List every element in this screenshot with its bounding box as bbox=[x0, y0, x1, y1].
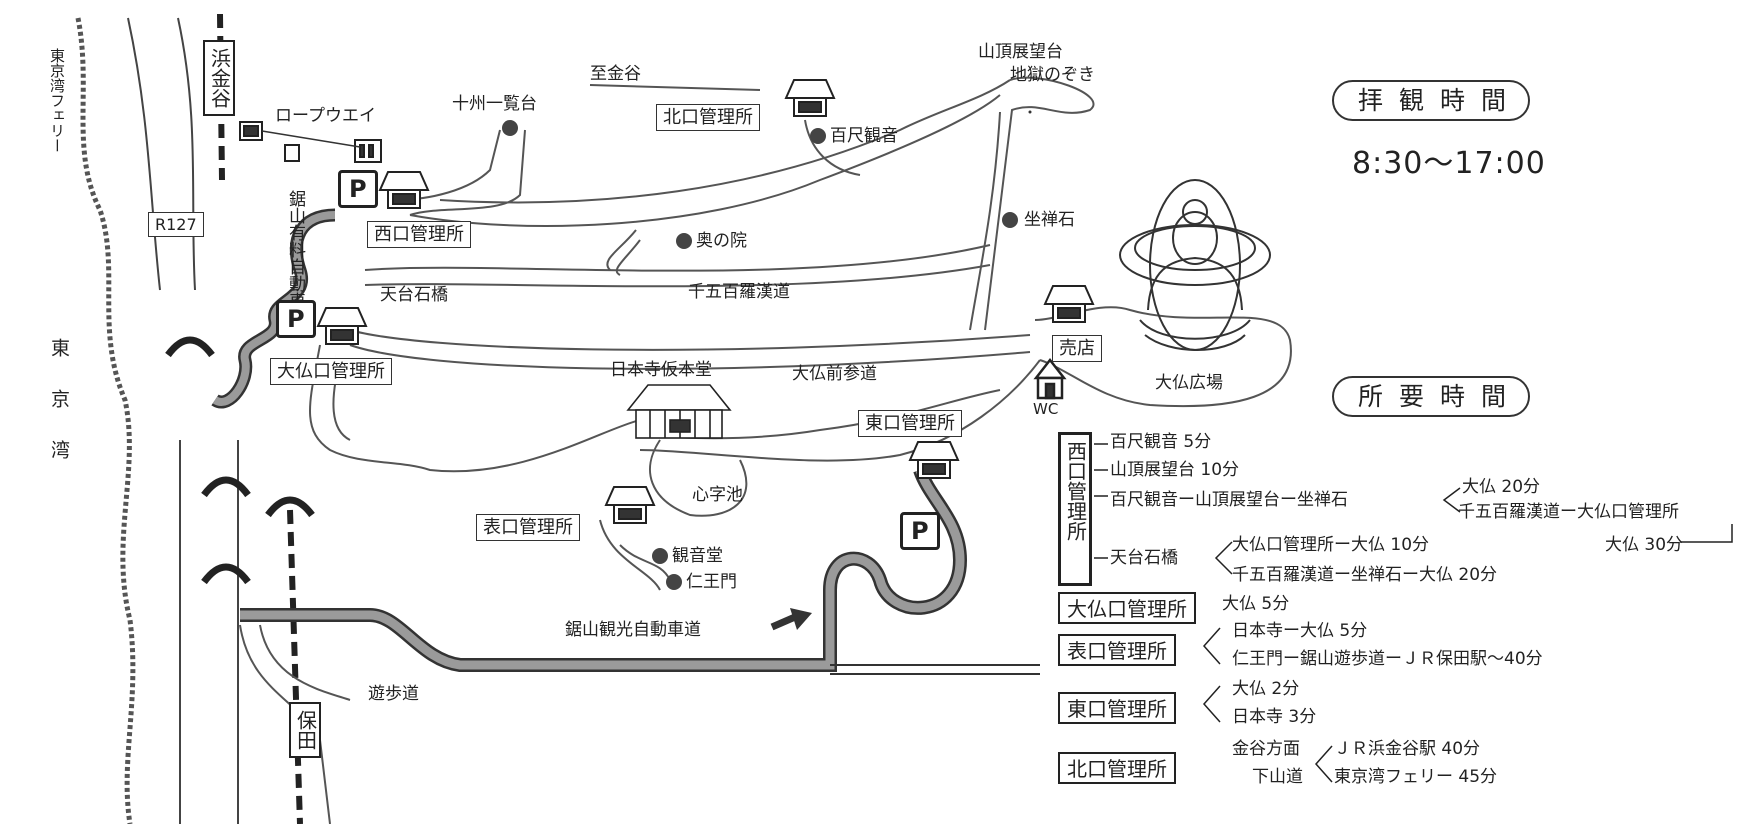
jigoku-label: 地獄のぞき bbox=[1010, 65, 1095, 85]
duration-north-r1a: ＪＲ浜金谷駅 40分 bbox=[1334, 739, 1481, 759]
duration-west-r3c: 大仏 30分 bbox=[1605, 535, 1684, 555]
station-label: 保田 bbox=[293, 710, 318, 750]
duration-west-r4: 天台石橋 bbox=[1110, 548, 1178, 568]
office-higashiguchi: 東口管理所 bbox=[858, 410, 962, 437]
jisshu-label: 十州一覧台 bbox=[452, 94, 537, 114]
duration-omote-label: 表口管理所 bbox=[1058, 634, 1176, 666]
station-hamakanaya: 浜金谷 bbox=[203, 40, 235, 116]
daibutsu-figure bbox=[1119, 179, 1271, 351]
railway bbox=[287, 509, 303, 824]
kannondo-label: 観音堂 bbox=[672, 546, 723, 566]
tokyo-ferry-label: 東京湾フェリー bbox=[48, 48, 66, 153]
duration-omote-bracket bbox=[1202, 627, 1221, 665]
daibutsu-hiroba-label: 大仏広場 bbox=[1155, 373, 1223, 393]
okunoin-dot bbox=[676, 233, 692, 249]
ropeway-label: ロープウエイ bbox=[275, 106, 376, 126]
duration-west-r3: 百尺観音ー山頂展望台ー坐禅石 bbox=[1110, 490, 1348, 510]
tunnel bbox=[201, 563, 251, 585]
nihonji-label: 日本寺仮本堂 bbox=[610, 360, 712, 380]
tokyo-bay-label: 東京湾 bbox=[48, 338, 70, 491]
duration-west-branches bbox=[1094, 443, 1108, 559]
niomon-dot bbox=[666, 574, 682, 590]
duration-west-r4b: 千五百羅漢道ー坐禅石ー大仏 20分 bbox=[1232, 565, 1498, 585]
duration-east-r2: 日本寺 3分 bbox=[1232, 707, 1317, 727]
duration-north-r2: 下山道 bbox=[1252, 767, 1303, 787]
tunnel bbox=[265, 496, 315, 518]
parking-sign-west: P bbox=[338, 170, 378, 208]
zazen-dot bbox=[1002, 212, 1018, 228]
duration-east-bracket bbox=[1202, 685, 1221, 723]
duration-title: 所要時間 bbox=[1332, 376, 1531, 417]
tunnel bbox=[165, 336, 215, 358]
temple-hall bbox=[626, 384, 732, 439]
sando-label: 大仏前参道 bbox=[792, 364, 877, 384]
office-kitaguchi: 北口管理所 bbox=[656, 104, 760, 131]
parking-sign-daibutsu: P bbox=[276, 300, 316, 338]
duration-west-r1: 百尺観音 5分 bbox=[1110, 432, 1212, 452]
coastline bbox=[75, 17, 136, 824]
duration-omote-r1: 日本寺ー大仏 5分 bbox=[1232, 621, 1368, 641]
duration-west-bracket-r4 bbox=[1214, 541, 1233, 575]
direction-arrow bbox=[770, 613, 797, 631]
ropeway-line bbox=[261, 130, 361, 148]
niomon-label: 仁王門 bbox=[686, 572, 737, 592]
zazen-label: 坐禅石 bbox=[1024, 210, 1075, 230]
walkway-label: 遊歩道 bbox=[368, 684, 419, 704]
jisshu-dot bbox=[502, 120, 518, 136]
office-daibutsuguchi: 大仏口管理所 bbox=[270, 358, 392, 385]
r127-sign: R127 bbox=[148, 212, 204, 237]
shop-label: 売店 bbox=[1052, 335, 1102, 362]
duration-north-bracket bbox=[1314, 745, 1333, 783]
duration-west-r2: 山頂展望台 10分 bbox=[1110, 460, 1240, 480]
office-nishiguchi: 西口管理所 bbox=[367, 221, 471, 248]
route-127-inner bbox=[177, 17, 196, 291]
duration-west-r3a: 大仏 20分 bbox=[1462, 477, 1541, 497]
kannondo-dot bbox=[652, 548, 668, 564]
hours-title: 拝観時間 bbox=[1332, 80, 1531, 121]
tendai-label: 天台石橋 bbox=[380, 285, 448, 305]
parking-sign-east: P bbox=[900, 512, 940, 550]
duration-west-label: 西口管理所 bbox=[1058, 432, 1092, 586]
duration-east-r1: 大仏 2分 bbox=[1232, 679, 1300, 699]
hours-value: 8:30～17:00 bbox=[1352, 146, 1546, 181]
driveway-label: 鋸山観光自動車道 bbox=[565, 620, 701, 640]
duration-daibutsu-r1: 大仏 5分 bbox=[1222, 594, 1290, 614]
hyakushaku-label: 百尺観音 bbox=[830, 126, 898, 146]
duration-north-r1: 金谷方面 bbox=[1232, 739, 1300, 759]
tunnel bbox=[201, 476, 251, 498]
duration-west-r4a: 大仏口管理所ー大仏 10分 bbox=[1232, 535, 1430, 555]
west-label-text: 西口管理所 bbox=[1063, 441, 1088, 541]
duration-east-label: 東口管理所 bbox=[1058, 692, 1176, 724]
to-kanaya-label: 至金谷 bbox=[590, 64, 641, 84]
station-hota: 保田 bbox=[289, 702, 321, 758]
station-label: 浜金谷 bbox=[207, 48, 232, 108]
sancho-label: 山頂展望台 bbox=[978, 42, 1063, 62]
route-127 bbox=[127, 17, 161, 291]
duration-west-bracket-r3 bbox=[1442, 487, 1733, 543]
sengohyaku-label: 千五百羅漢道 bbox=[688, 282, 790, 302]
wc-label: WC bbox=[1033, 400, 1059, 418]
office-omoteguchi: 表口管理所 bbox=[476, 514, 580, 541]
toll-road-label: 鋸山有料自動車道 bbox=[285, 190, 305, 326]
wc-building bbox=[1033, 357, 1067, 400]
office-huts bbox=[239, 79, 1095, 524]
shinjiike-label: 心字池 bbox=[692, 485, 743, 505]
hyakushaku-dot bbox=[810, 128, 826, 144]
duration-north-r2a: 東京湾フェリー 45分 bbox=[1334, 767, 1498, 787]
okunoin-label: 奥の院 bbox=[696, 231, 747, 251]
duration-west-r3b: 千五百羅漢道ー大仏口管理所 bbox=[1458, 502, 1679, 522]
duration-daibutsu-label: 大仏口管理所 bbox=[1058, 592, 1196, 624]
duration-north-label: 北口管理所 bbox=[1058, 752, 1176, 784]
duration-omote-r2: 仁王門ー鋸山遊歩道ーＪＲ保田駅～40分 bbox=[1232, 649, 1543, 669]
